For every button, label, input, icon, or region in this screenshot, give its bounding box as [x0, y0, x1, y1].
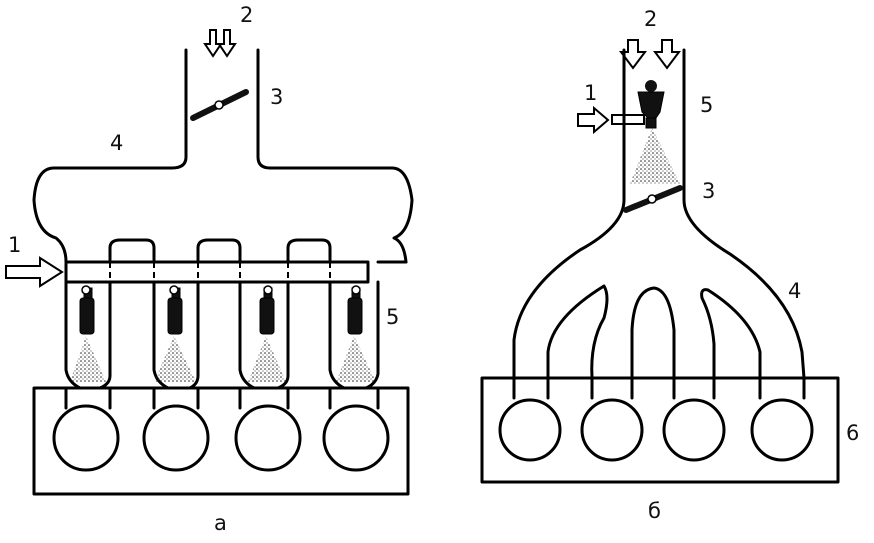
right-manifold: [512, 48, 806, 380]
right-label-throttle: 3: [702, 179, 715, 203]
left-label-injector: 5: [386, 305, 399, 329]
left-fuel-rail: [64, 260, 370, 284]
right-cylinders: [498, 376, 814, 462]
right-caption: б: [648, 499, 661, 523]
right-throttle-valve-icon: [623, 185, 683, 213]
left-label-manifold: 4: [110, 131, 123, 155]
left-injector-2: [154, 285, 196, 382]
right-figure: 1 2 3 4 5 6 б: [480, 7, 859, 523]
left-injector-1: [70, 285, 106, 382]
left-injector-4: [336, 285, 376, 382]
left-injector-3: [248, 285, 286, 382]
left-manifold: [32, 48, 414, 264]
left-throttle-valve-icon: [190, 89, 249, 121]
right-central-injector: [630, 80, 680, 184]
left-fuel-arrow-icon: [5, 256, 64, 288]
left-label-throttle: 3: [270, 85, 283, 109]
right-fuel-arrow-icon: [577, 105, 645, 135]
left-rail-dashes: [109, 262, 331, 282]
right-label-injector: 5: [700, 93, 713, 117]
right-air-arrow-icon: [619, 39, 681, 70]
left-figure: 1 2 3 4 5 а: [5, 3, 414, 535]
left-label-air: 2: [240, 3, 253, 27]
right-label-engine: 6: [846, 421, 859, 445]
left-label-fuel: 1: [8, 233, 21, 257]
right-label-air: 2: [644, 7, 657, 31]
right-label-fuel: 1: [584, 81, 597, 105]
right-label-manifold: 4: [788, 279, 801, 303]
left-caption: а: [214, 511, 227, 535]
left-cylinders: [52, 386, 390, 472]
left-air-arrow-icon: [203, 29, 237, 58]
right-runners: [546, 284, 762, 380]
